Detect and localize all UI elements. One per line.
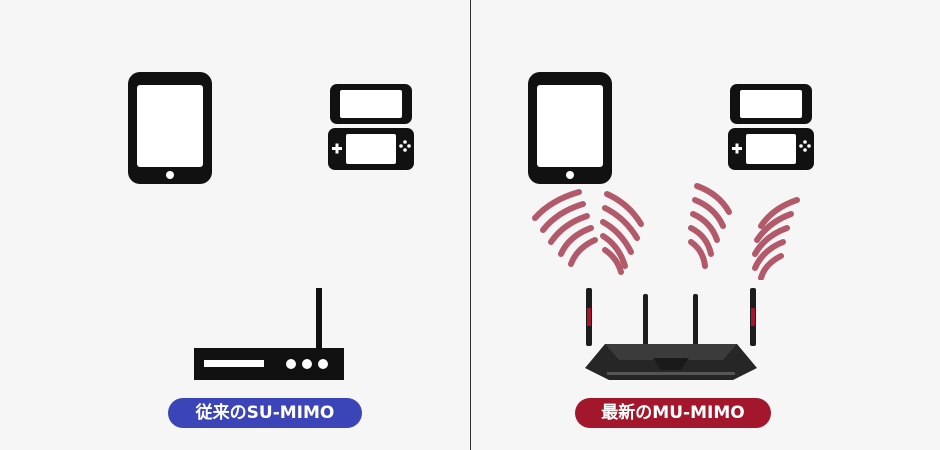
router-icon [194,288,344,380]
tablet-icon [128,72,212,184]
gaming-router-icon [585,288,757,380]
su-mimo-label: 従来のSU-MIMO [168,398,362,428]
mu-mimo-label: 最新のMU-MIMO [575,398,771,428]
tablet-icon [528,72,612,184]
su-mimo-panel: 従来のSU-MIMO [128,72,414,428]
panel-divider [470,0,471,450]
handheld-console-icon [728,84,814,170]
signal-waves-icon [532,183,800,280]
handheld-console-icon [328,84,414,170]
mu-mimo-panel: 最新のMU-MIMO [471,0,940,450]
